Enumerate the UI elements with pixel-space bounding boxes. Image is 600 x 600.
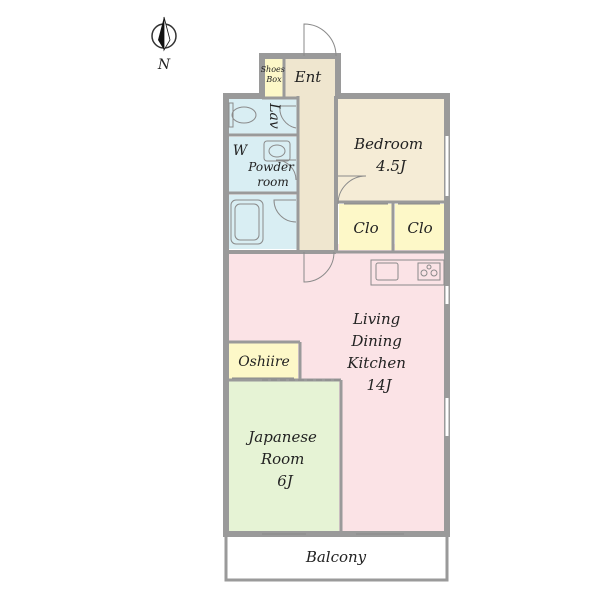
ldk-line3: Kitchen bbox=[346, 354, 406, 372]
washbasin bbox=[263, 140, 291, 162]
compass-label: N bbox=[157, 57, 171, 73]
compass: N bbox=[151, 16, 177, 73]
oshiire-area bbox=[228, 343, 298, 379]
ldk-line1: Living bbox=[352, 310, 400, 328]
stove-burner bbox=[430, 269, 438, 277]
lavatory-label: Lav bbox=[266, 102, 282, 129]
japanese-room-area bbox=[228, 381, 339, 531]
bedroom-area bbox=[338, 98, 444, 202]
bathtub bbox=[230, 199, 264, 245]
ldk-line2: Dining bbox=[350, 332, 402, 350]
shoe-box-label: Shoes Box bbox=[261, 65, 288, 84]
closet-left-label: Clo bbox=[353, 219, 378, 237]
toilet-tank bbox=[228, 102, 234, 128]
japanese-room-line1: Japanese bbox=[245, 428, 317, 446]
lavatory-door bbox=[279, 105, 297, 129]
doors bbox=[232, 23, 449, 535]
closet-right-label: Clo bbox=[407, 219, 432, 237]
ldk-line4: 14J bbox=[366, 376, 392, 394]
lavatory-area bbox=[228, 98, 298, 134]
fixtures bbox=[228, 102, 445, 286]
closet-left-area bbox=[339, 204, 392, 250]
kitchen-counter bbox=[370, 259, 445, 286]
oshiire-label: Oshiire bbox=[238, 354, 290, 370]
balcony-area bbox=[228, 536, 444, 578]
shoe-box-line1: Shoes bbox=[261, 65, 285, 74]
powder-room-line2: room bbox=[257, 175, 289, 189]
washer-label: W bbox=[233, 143, 249, 159]
shoe-box-area bbox=[264, 58, 284, 98]
entrance-area bbox=[284, 56, 336, 98]
hall-door bbox=[303, 251, 335, 283]
hall-area bbox=[298, 96, 336, 252]
bedroom-door bbox=[337, 175, 367, 205]
bedroom-line2: 4.5J bbox=[375, 157, 407, 175]
balcony-label: Balcony bbox=[305, 548, 367, 566]
bath-door bbox=[273, 199, 297, 223]
bedroom-label: Bedroom 4.5J bbox=[353, 135, 428, 175]
entrance-label: Ent bbox=[294, 68, 323, 86]
ldk-label: Living Dining Kitchen 14J bbox=[346, 310, 410, 394]
stove-burner bbox=[426, 264, 432, 270]
entrance-door bbox=[303, 23, 337, 57]
kitchen-sink bbox=[375, 262, 399, 281]
powder-room-line1: Powder bbox=[247, 160, 295, 174]
washbasin-bowl bbox=[268, 144, 286, 158]
toilet-bowl bbox=[231, 106, 257, 124]
stove-burner bbox=[420, 269, 428, 277]
stove bbox=[417, 262, 441, 281]
powder-room-label: Powder room bbox=[247, 160, 297, 189]
powder-room-area bbox=[228, 137, 298, 192]
shoe-box-line2: Box bbox=[265, 75, 282, 84]
closet-right-area bbox=[395, 204, 444, 250]
room-labels: Ent Shoes Box Lav W Powder room Bedroom … bbox=[233, 65, 433, 566]
bathtub-inner bbox=[234, 203, 260, 241]
japanese-room-line2: Room bbox=[260, 450, 305, 468]
japanese-room-line3: 6J bbox=[277, 472, 294, 490]
bedroom-line1: Bedroom bbox=[353, 135, 423, 153]
powder-door bbox=[275, 159, 297, 181]
compass-needle-light bbox=[163, 16, 171, 52]
japanese-room-label: Japanese Room 6J bbox=[245, 428, 321, 490]
